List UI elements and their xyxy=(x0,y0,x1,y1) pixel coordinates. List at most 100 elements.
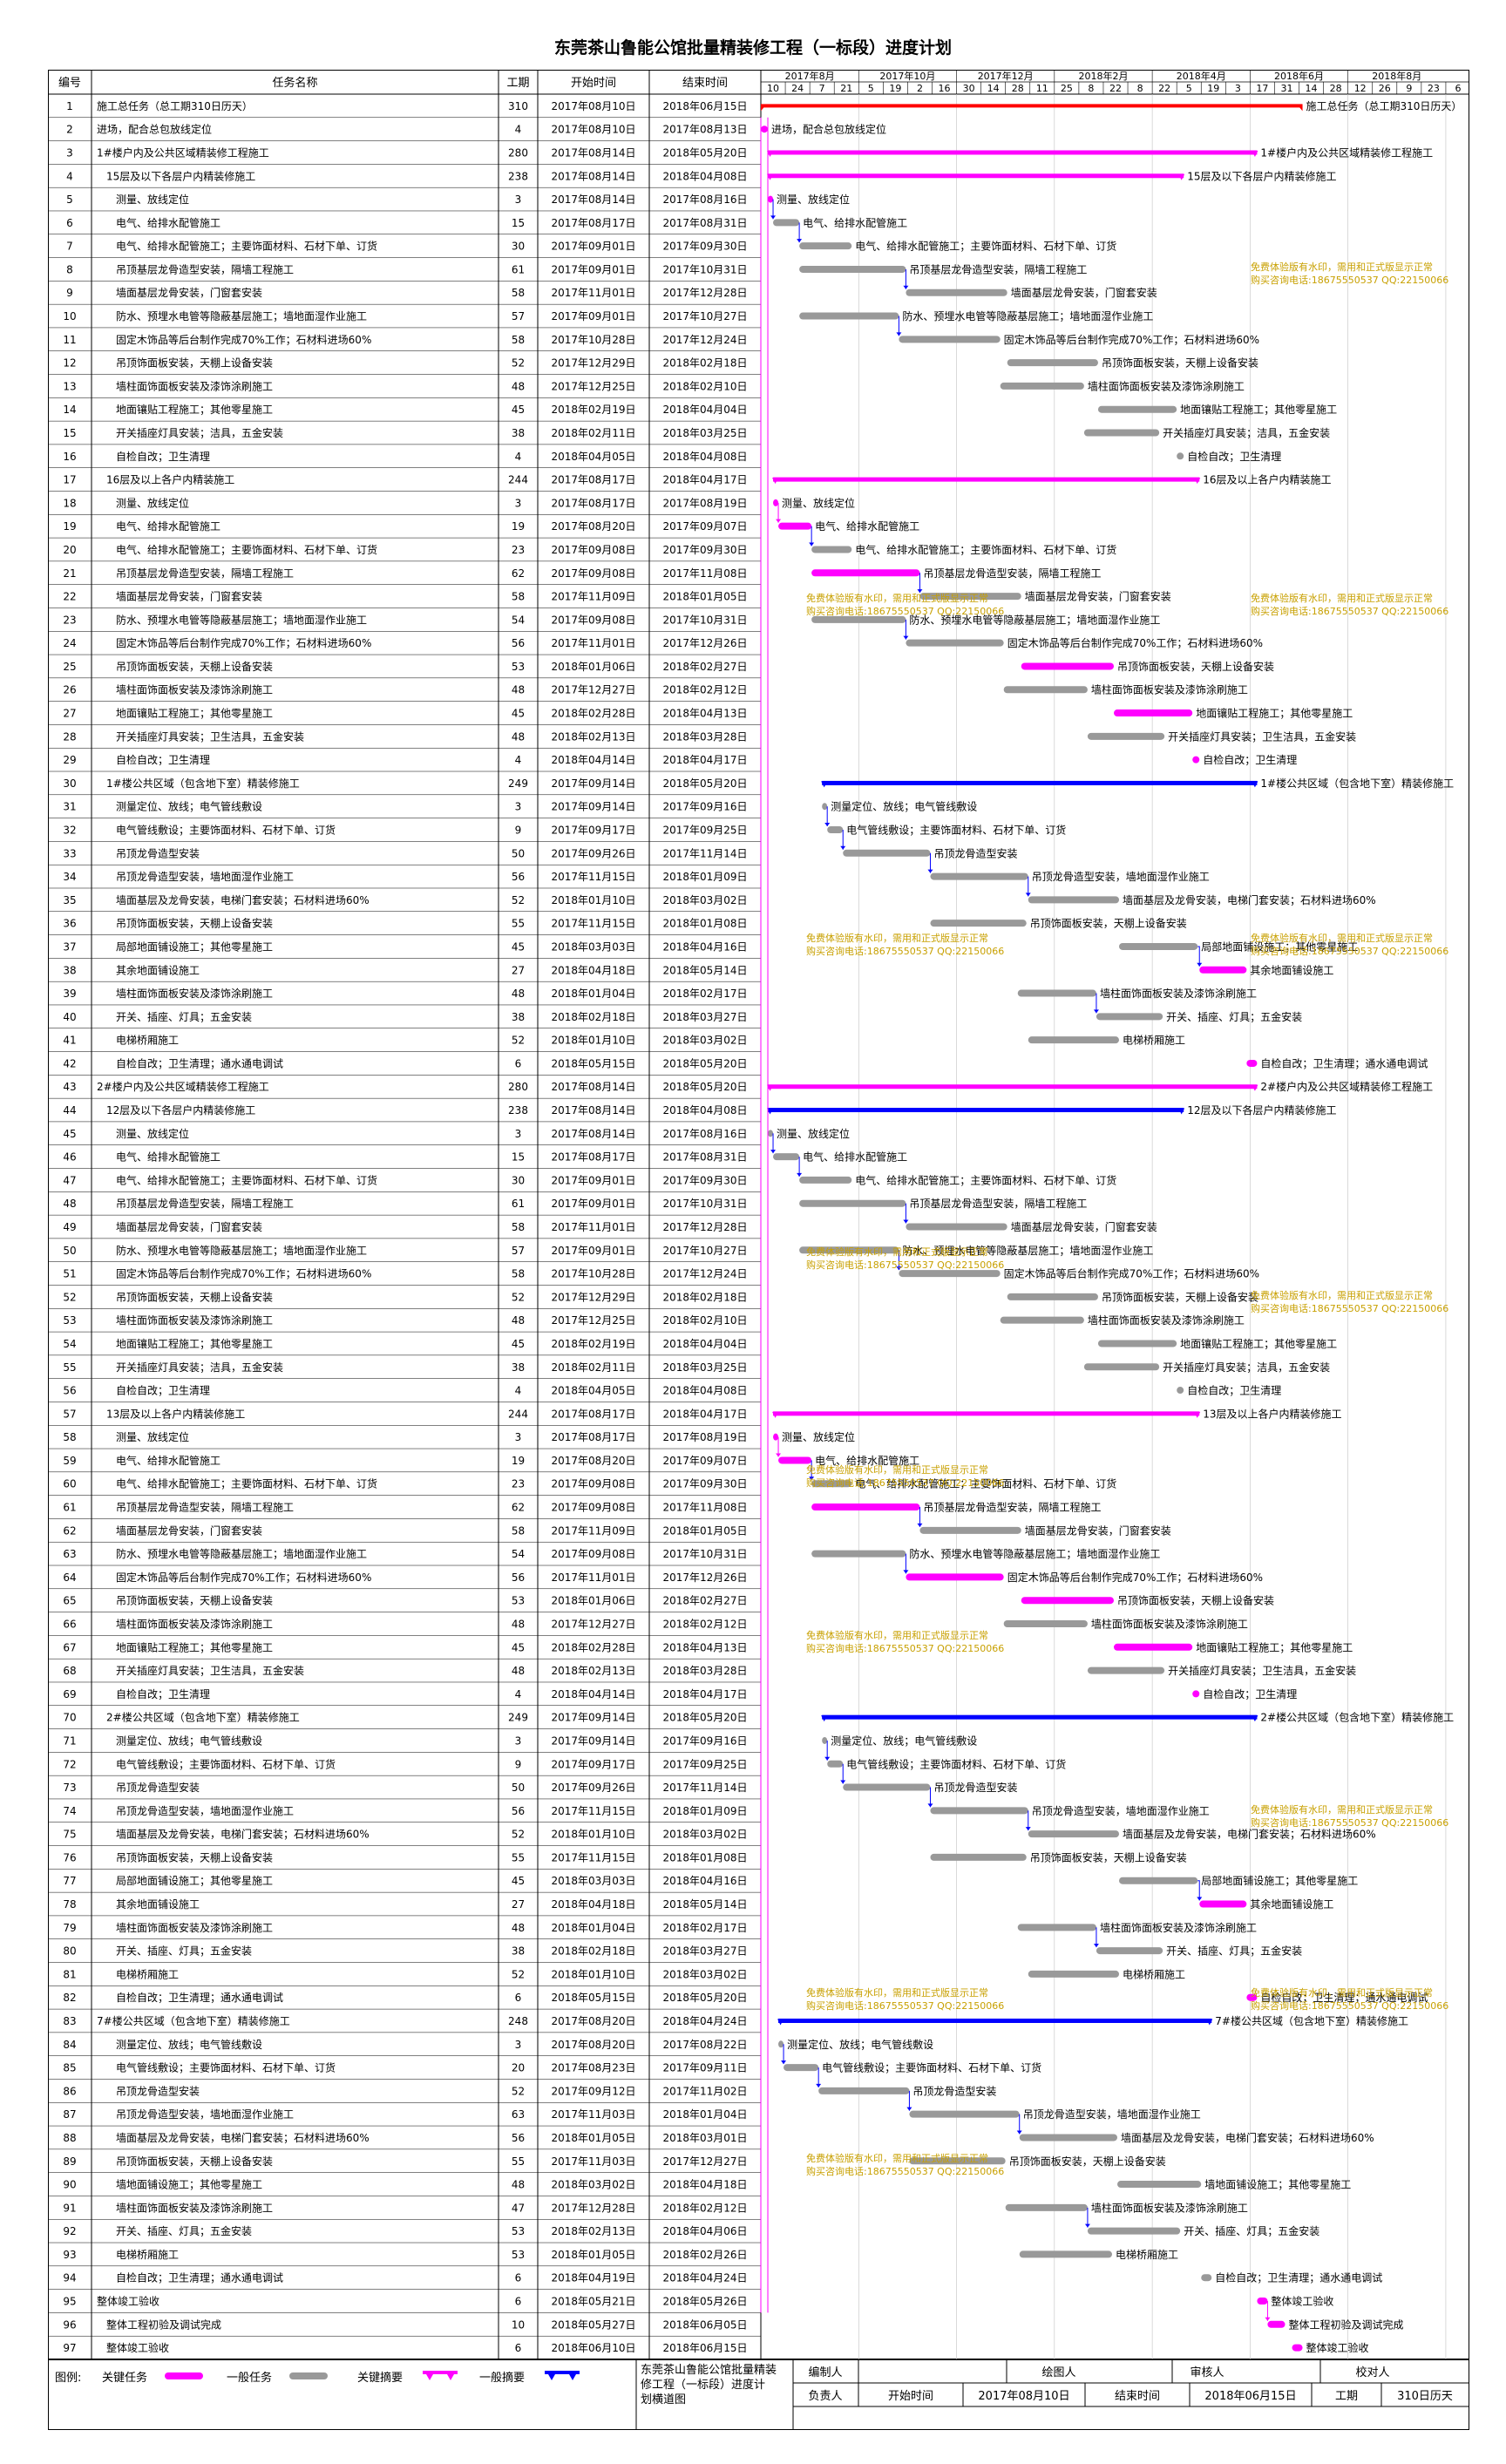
task-number: 75 xyxy=(63,1829,76,1841)
task-duration: 48 xyxy=(512,1922,525,1934)
dependency-arrow xyxy=(824,1756,831,1761)
task-end: 2018年06月15日 xyxy=(662,2342,747,2354)
task-end: 2017年08月31日 xyxy=(662,217,747,229)
task-start: 2018年01月04日 xyxy=(551,1922,635,1934)
task-duration: 58 xyxy=(512,1524,525,1537)
watermark-line2: 购买咨询电话:18675550537 QQ:22150066 xyxy=(1251,274,1448,286)
critical-task-bar xyxy=(761,126,769,133)
dependency-link xyxy=(1197,946,1200,967)
bar-label: 墙柱面饰面板安装及漆饰涂刷施工 xyxy=(1091,683,1248,696)
legend-crit-summary-text: 关键摘要 xyxy=(357,2371,403,2385)
task-duration: 6 xyxy=(515,2296,522,2308)
bar-label: 墙面基层及龙骨安装，电梯门套安装；石材料进场60% xyxy=(1123,1828,1376,1841)
task-name: 自检自改；卫生清理 xyxy=(116,1384,210,1397)
normal-task-bar xyxy=(768,1130,774,1137)
task-duration: 248 xyxy=(508,2015,528,2027)
task-name: 吊顶饰面板安装，天棚上设备安装 xyxy=(116,1850,273,1863)
dependency-arrow xyxy=(1265,2317,1271,2321)
task-name: 吊顶饰面板安装，天棚上设备安装 xyxy=(116,2155,273,2168)
task-duration: 9 xyxy=(515,825,522,837)
task-name: 吊顶基层龙骨造型安装，隔墙工程施工 xyxy=(116,567,294,580)
bar-label: 防水、预埋水电管等隐蔽基层施工；墙地面湿作业施工 xyxy=(902,309,1153,322)
task-number: 82 xyxy=(63,1992,76,2004)
task-number: 10 xyxy=(63,310,76,322)
task-number: 38 xyxy=(63,964,76,976)
bar-label: 测量定位、放线；电气管线敷设 xyxy=(831,1734,977,1747)
task-name: 墙面基层龙骨安装，门窗套安装 xyxy=(116,1220,262,1233)
task-name: 开关插座灯具安装；卫生洁具，五金安装 xyxy=(116,1664,304,1677)
bar-label: 开关插座灯具安装；卫生洁具，五金安装 xyxy=(1168,730,1356,743)
task-end: 2018年03月27日 xyxy=(662,1945,747,1958)
task-name: 地面镶贴工程施工；其他零星施工 xyxy=(116,707,273,720)
task-number: 7 xyxy=(66,241,73,253)
task-number: 87 xyxy=(63,2108,76,2121)
dependency-arrow xyxy=(1016,2130,1022,2135)
task-duration: 3 xyxy=(515,497,522,509)
task-name: 开关、插座、灯具；五金安装 xyxy=(116,1010,252,1023)
task-duration: 53 xyxy=(512,661,525,673)
normal-task-bar xyxy=(1017,989,1096,997)
normal-task-bar xyxy=(1096,1013,1163,1021)
task-duration: 19 xyxy=(512,520,525,533)
bar-label: 电气、给排水配管施工 xyxy=(815,1454,919,1467)
task-number: 36 xyxy=(63,918,76,930)
dependency-arrow xyxy=(1093,1009,1099,1014)
task-end: 2018年04月08日 xyxy=(662,1104,747,1117)
task-start: 2017年08月17日 xyxy=(551,1408,635,1420)
task-number: 40 xyxy=(63,1011,76,1023)
task-start: 2018年03月02日 xyxy=(551,2179,635,2191)
bar-label: 吊顶基层龙骨造型安装，隔墙工程施工 xyxy=(909,1197,1087,1210)
task-start: 2018年02月11日 xyxy=(551,427,635,439)
task-number: 28 xyxy=(63,730,76,743)
task-name: 吊顶龙骨造型安装 xyxy=(116,846,200,859)
summary-bar xyxy=(822,780,1258,785)
task-name: 测量、放线定位 xyxy=(116,1127,189,1140)
task-duration: 56 xyxy=(512,1805,525,1817)
bar-label: 施工总任务（总工期310日历天） xyxy=(1306,99,1462,112)
task-duration: 61 xyxy=(512,1198,525,1210)
task-duration: 62 xyxy=(512,1502,525,1514)
task-name: 电气管线敷设；主要饰面材料、石材下单、订货 xyxy=(116,824,336,837)
day-label: 26 xyxy=(1379,83,1391,94)
watermark-line1: 免费体验版有水印，需用和正式版显示正常 xyxy=(806,592,988,604)
task-duration: 45 xyxy=(512,708,525,720)
summary-cap-right xyxy=(1298,105,1303,112)
footer-dur-value: 310日历天 xyxy=(1397,2390,1453,2403)
task-duration: 54 xyxy=(512,1548,525,1560)
task-name: 墙柱面饰面板安装及漆饰涂刷施工 xyxy=(116,2201,273,2214)
task-end: 2018年02月17日 xyxy=(662,1922,747,1934)
footer-project-name-2: 修工程（一标段）进度计 xyxy=(641,2378,765,2392)
bar-label: 电气、给排水配管施工 xyxy=(803,1151,907,1164)
task-number: 70 xyxy=(63,1712,76,1724)
task-duration: 48 xyxy=(512,730,525,743)
task-name: 整体竣工验收 xyxy=(106,2341,169,2354)
normal-task-bar xyxy=(811,1480,852,1488)
task-duration: 57 xyxy=(512,1245,525,1257)
task-start: 2017年10月28日 xyxy=(551,1268,635,1280)
task-end: 2018年04月17日 xyxy=(662,1688,747,1700)
task-start: 2017年09月17日 xyxy=(551,1758,635,1770)
normal-task-bar xyxy=(930,1853,1027,1861)
task-end: 2018年01月09日 xyxy=(662,1805,747,1817)
task-name: 防水、预埋水电管等隐蔽基层施工；墙地面湿作业施工 xyxy=(116,613,367,626)
dependency-arrow xyxy=(781,2060,787,2065)
bar-label: 开关插座灯具安装；卫生洁具，五金安装 xyxy=(1168,1664,1356,1677)
normal-task-bar xyxy=(1007,1293,1098,1300)
task-duration: 30 xyxy=(512,241,525,253)
task-duration: 27 xyxy=(512,964,525,976)
task-start: 2018年04月18日 xyxy=(551,964,635,976)
bar-label: 墙柱面饰面板安装及漆饰涂刷施工 xyxy=(1088,1313,1245,1327)
task-end: 2018年06月05日 xyxy=(662,2318,747,2331)
dependency-arrow xyxy=(927,869,933,873)
bar-label: 测量定位、放线；电气管线敷设 xyxy=(787,2038,933,2051)
task-start: 2017年08月14日 xyxy=(551,193,635,206)
task-number: 69 xyxy=(63,1688,76,1700)
critical-task-bar xyxy=(1267,2320,1286,2328)
task-start: 2018年02月11日 xyxy=(551,1361,635,1374)
bar-label: 电气管线敷设；主要饰面材料、石材下单、订货 xyxy=(822,2061,1041,2074)
day-label: 28 xyxy=(1012,83,1024,94)
normal-task-bar xyxy=(799,1199,906,1207)
task-number: 76 xyxy=(63,1851,76,1863)
normal-task-bar xyxy=(1005,2203,1088,2211)
watermark-line1: 免费体验版有水印，需用和正式版显示正常 xyxy=(1251,261,1433,273)
